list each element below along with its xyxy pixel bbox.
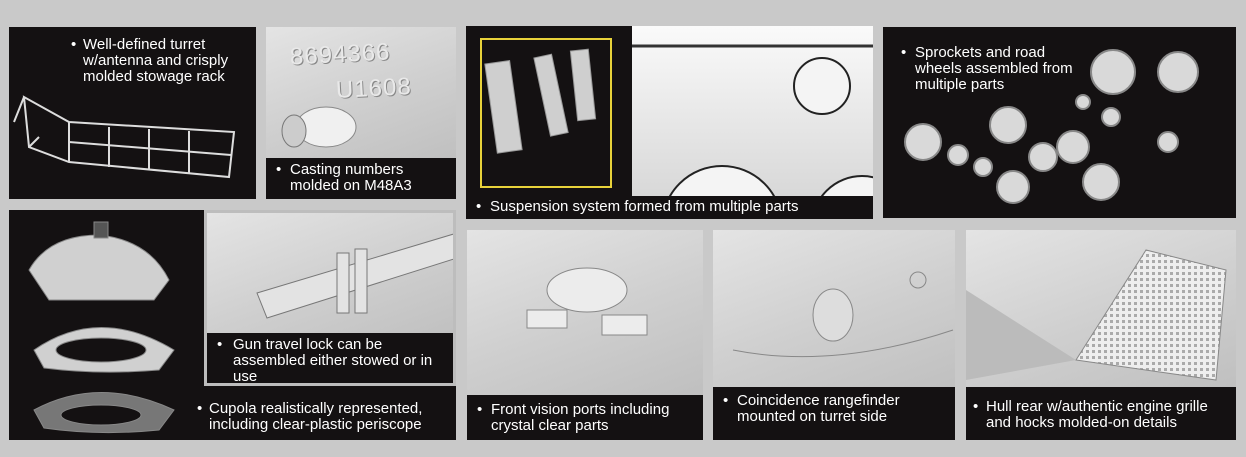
bullet: • <box>901 44 907 61</box>
caption-text: Cupola realistically represented, includ… <box>209 400 423 433</box>
caption-sprockets: • Sprockets and road wheels assembled fro… <box>901 45 1081 93</box>
caption-text: Suspension system formed from multiple p… <box>490 198 799 215</box>
bullet: • <box>477 401 483 418</box>
bullet: • <box>217 336 223 353</box>
gun-travel-lock-image <box>256 233 453 319</box>
caption-text: Sprockets and road wheels assembled from… <box>915 44 1073 93</box>
caption-text: Gun travel lock can be assembled either … <box>233 336 433 385</box>
caption-suspension: • Suspension system formed from multiple … <box>466 196 873 219</box>
rangefinder-part-image <box>281 106 357 148</box>
caption-text: Coincidence rangefinder mounted on turre… <box>737 392 900 425</box>
caption-gun-travel-lock: • Gun travel lock can be assembled either… <box>207 333 453 385</box>
suspension-render <box>632 26 873 196</box>
caption-text: Well-defined turret w/antenna and crispl… <box>83 36 229 85</box>
panel-casting-numbers: 8694366 U1608 •Casting numbers molded on… <box>266 27 456 199</box>
road-wheels-image <box>632 44 873 196</box>
caption-casting-numbers: • Casting numbers molded on M48A3 <box>266 158 456 199</box>
caption-text: Casting numbers molded on M48A3 <box>290 161 412 194</box>
panel-suspension: • Suspension system formed from multiple … <box>466 26 873 219</box>
panel-turret-rack: • Well-defined turret w/antenna and crisp… <box>9 27 256 199</box>
bullet: • <box>71 36 77 53</box>
panel-gun-travel-lock: • Gun travel lock can be assembled either… <box>204 210 456 386</box>
caption-cupola: • Cupola realistically represented, inclu… <box>197 401 452 433</box>
stowage-rack-image <box>13 95 236 179</box>
panel-rangefinder: • Coincidence rangefinder mounted on turr… <box>713 230 955 440</box>
bullet: • <box>276 161 282 178</box>
caption-rangefinder: • Coincidence rangefinder mounted on turr… <box>713 387 955 440</box>
wheel-parts-image <box>904 49 1199 204</box>
bullet: • <box>197 400 203 417</box>
bullet: • <box>973 398 979 415</box>
caption-hull-rear: • Hull rear w/authentic engine grille and… <box>966 387 1236 440</box>
panel-hull-rear: • Hull rear w/authentic engine grille and… <box>966 230 1236 440</box>
shock-absorber-parts-image <box>484 48 597 154</box>
cupola-parts-image <box>28 221 175 434</box>
bullet: • <box>723 392 729 409</box>
panel-vision-ports: • Front vision ports including crystal cl… <box>467 230 703 440</box>
caption-text: Front vision ports including crystal cle… <box>491 401 670 434</box>
caption-text: Hull rear w/authentic engine grille and … <box>986 398 1208 431</box>
panel-sprockets: • Sprockets and road wheels assembled fro… <box>883 27 1236 218</box>
vision-ports-image <box>526 267 648 336</box>
suspension-parts-inset <box>480 38 612 188</box>
rangefinder-image <box>732 271 954 358</box>
caption-vision-ports: • Front vision ports including crystal cl… <box>467 395 703 440</box>
bullet: • <box>476 198 482 215</box>
engine-grille-image <box>966 249 1227 381</box>
caption-turret-rack: • Well-defined turret w/antenna and crisp… <box>71 37 251 85</box>
